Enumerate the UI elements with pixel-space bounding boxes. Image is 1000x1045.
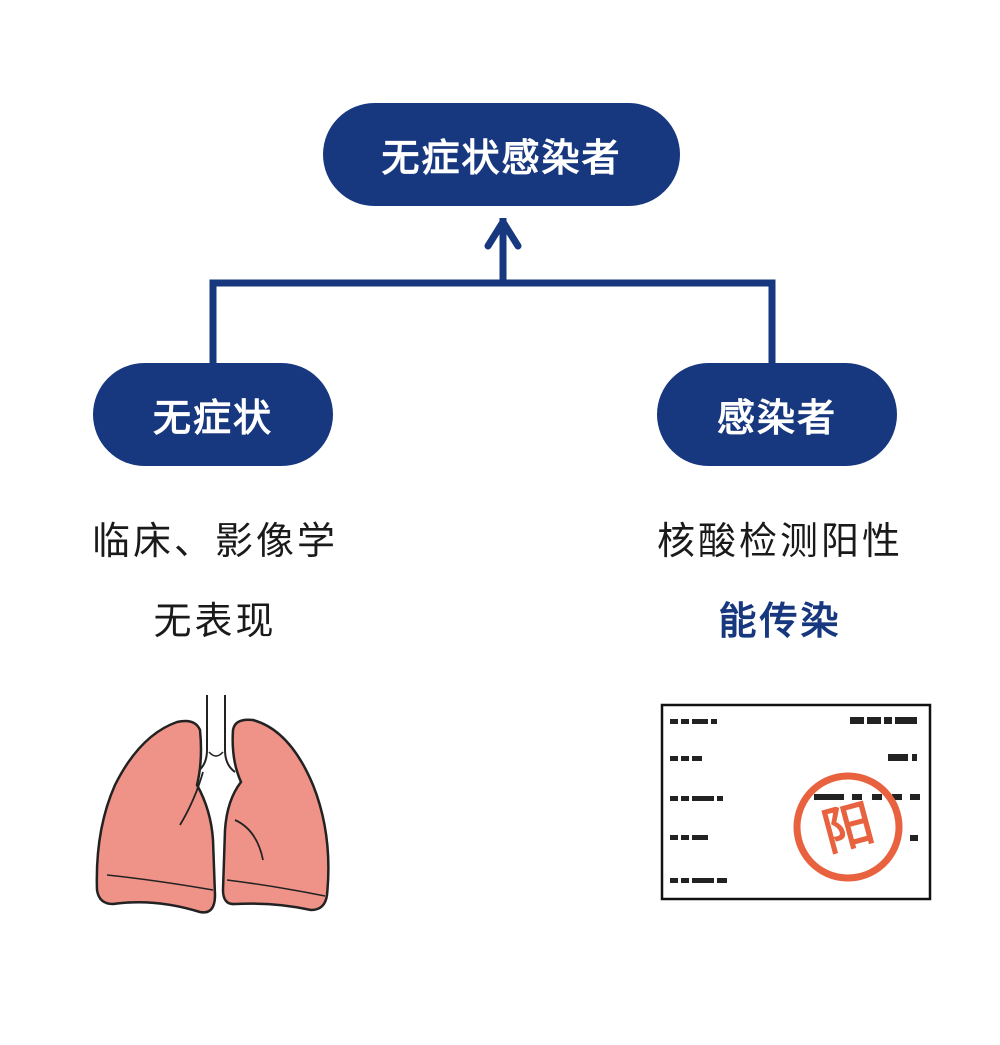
left-description-line1: 临床、影像学 [91, 519, 338, 563]
lungs-icon [95, 695, 330, 914]
left-description-line2: 无表现 [153, 599, 277, 643]
left-branch-line [209, 279, 503, 363]
root-node-label: 无症状感染者 [381, 136, 622, 180]
left-node-pill: 无症状 [93, 363, 333, 466]
test-report-icon: 阳 [660, 703, 932, 901]
arrow-up-icon [484, 218, 522, 250]
right-node-pill: 感染者 [657, 363, 897, 466]
right-branch-line [503, 279, 776, 363]
root-node-pill: 无症状感染者 [323, 103, 680, 206]
right-description-line1: 核酸检测阳性 [656, 519, 903, 563]
left-node-label: 无症状 [152, 396, 273, 440]
right-description-line2: 能传染 [718, 599, 842, 643]
right-node-label: 感染者 [716, 396, 837, 440]
